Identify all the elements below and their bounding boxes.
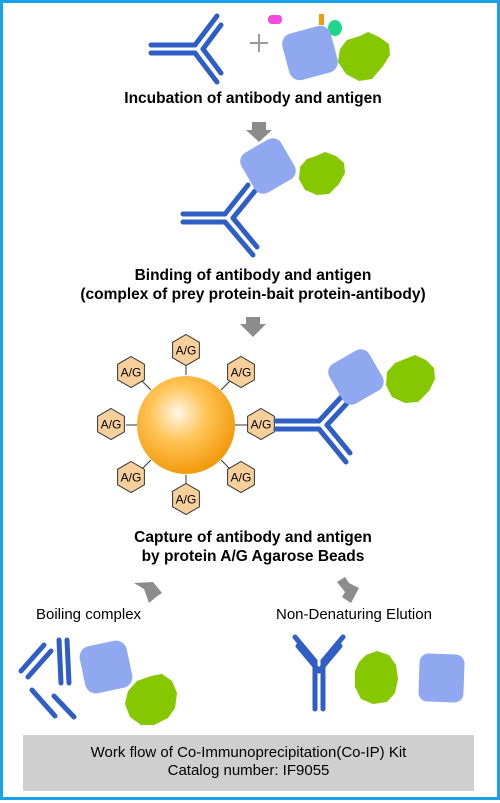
ag-tag-label: A/G	[231, 471, 252, 485]
footer-box: Work flow of Co-Immunoprecipitation(Co-I…	[23, 735, 474, 791]
ag-tag-hexagon	[247, 407, 275, 441]
free-antibody-icon	[148, 13, 224, 85]
denatured-antibody-fragments-icon	[18, 637, 77, 720]
footer-catalog: Catalog number: IF9055	[167, 762, 330, 779]
bound-antibody-icon	[180, 182, 260, 258]
branch-elution-label: Non-Denaturing Elution	[276, 606, 432, 623]
ag-tag-label: A/G	[101, 418, 122, 432]
ag-tag-label: A/G	[251, 418, 272, 432]
ag-tag: A/G	[227, 355, 255, 389]
step-binding-caption-line1: Binding of antibody and antigen	[134, 267, 372, 284]
step-incubation-caption: Incubation of antibody and antigen	[124, 90, 382, 107]
ag-tag-label: A/G	[121, 471, 142, 485]
prey-protein-icon	[338, 32, 390, 81]
ag-tag-hexagon	[227, 355, 255, 389]
bait-protein-icon	[282, 25, 338, 81]
bait-protein-icon	[240, 138, 296, 194]
ag-tag: A/G	[172, 482, 200, 516]
ag-tag-hexagon	[172, 333, 200, 367]
captured-antibody-icon	[273, 390, 354, 465]
plus-icon	[250, 34, 268, 52]
bait-protein-icon	[328, 349, 384, 405]
ag-tag-hexagon	[172, 482, 200, 516]
branch-boiling-label: Boiling complex	[36, 606, 142, 623]
ag-tag: A/G	[97, 407, 125, 441]
ag-tag-label: A/G	[176, 344, 197, 358]
prey-protein-icon	[125, 674, 177, 725]
bait-protein-icon	[418, 653, 465, 703]
workflow-diagram: A/G A/G A/G A/G A/G A/G A/G A/G	[18, 13, 465, 725]
prey-protein-icon	[299, 152, 345, 195]
ag-tag: A/G	[117, 460, 145, 494]
small-molecule-green	[328, 20, 342, 36]
ag-tag-hexagon	[97, 407, 125, 441]
bait-protein-icon	[79, 640, 133, 694]
prey-protein-icon	[355, 651, 398, 704]
ag-tag: A/G	[247, 407, 275, 441]
footer-title: Work flow of Co-Immunoprecipitation(Co-I…	[90, 744, 407, 761]
ag-tag: A/G	[172, 333, 200, 367]
down-arrow-icon	[246, 122, 272, 142]
ag-tag-label: A/G	[121, 366, 142, 380]
step-binding-caption-line2: (complex of prey protein-bait protein-an…	[80, 286, 426, 303]
ag-tag-label: A/G	[231, 366, 252, 380]
diagonal-arrow-left-icon	[134, 582, 162, 603]
step-capture-caption-line1: Capture of antibody and antigen	[134, 529, 372, 546]
ag-tag: A/G	[227, 460, 255, 494]
prey-protein-icon	[386, 355, 435, 403]
ag-tag: A/G	[117, 355, 145, 389]
agarose-bead	[137, 376, 235, 474]
ag-tag-group: A/G A/G A/G A/G A/G A/G A/G A/G	[97, 333, 275, 516]
step-capture-caption-line2: by protein A/G Agarose Beads	[141, 548, 365, 565]
ag-tag-hexagon	[227, 460, 255, 494]
small-molecule-pink	[268, 15, 282, 24]
diagonal-arrow-right-icon	[337, 577, 359, 603]
ag-tag-label: A/G	[176, 493, 197, 507]
eluted-antibody-icon	[292, 634, 346, 712]
small-molecule-orange	[319, 14, 324, 25]
ag-tag-hexagon	[117, 355, 145, 389]
down-arrow-icon	[240, 317, 266, 337]
ag-tag-hexagon	[117, 460, 145, 494]
